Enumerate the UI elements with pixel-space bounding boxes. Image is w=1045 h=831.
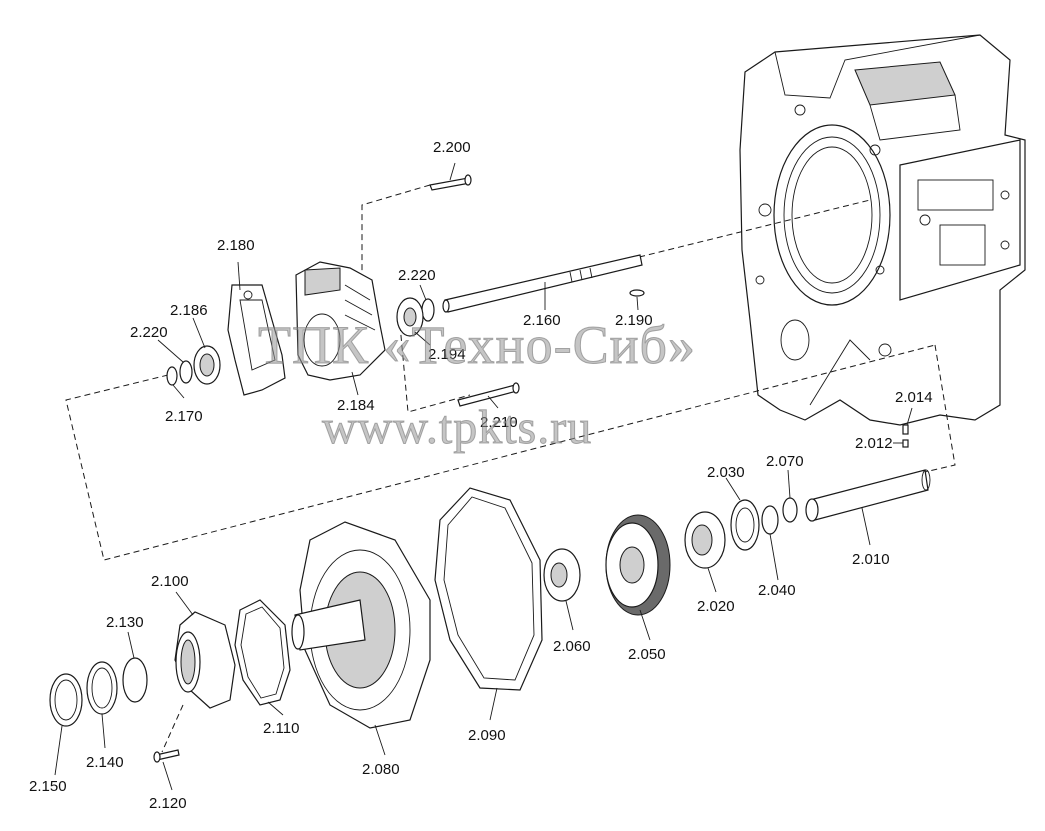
- label-2-020: 2.020: [697, 598, 735, 615]
- part-2130-snap-ring: [122, 657, 148, 703]
- part-2220-ring-left: [179, 360, 193, 384]
- label-2-100: 2.100: [151, 573, 189, 590]
- label-2-040: 2.040: [758, 582, 796, 599]
- label-2-160: 2.160: [523, 312, 561, 329]
- leader-lines: [54, 162, 913, 791]
- part-2190-oring: [629, 289, 645, 297]
- watermark-company: ТПК «Техно-Сиб»: [258, 315, 696, 375]
- part-2020-bearing: [684, 511, 726, 569]
- part-2070-ring: [782, 497, 798, 523]
- part-2200-pin: [429, 174, 472, 191]
- part-2210-bolt: [457, 382, 520, 407]
- part-2080-housing-cover: [291, 521, 431, 729]
- label-2-184: 2.184: [337, 397, 375, 414]
- label-2-090: 2.090: [468, 727, 506, 744]
- label-2-130: 2.130: [106, 614, 144, 631]
- part-2012-pin: [902, 439, 909, 448]
- part-2160-shaft: [442, 254, 643, 313]
- label-2-150: 2.150: [29, 778, 67, 795]
- label-2-140: 2.140: [86, 754, 124, 771]
- watermark-url: www.tpkts.ru: [321, 401, 593, 454]
- label-2-190: 2.190: [615, 312, 653, 329]
- part-2030-washer: [730, 499, 760, 551]
- part-2194-bearing: [396, 297, 424, 337]
- part-2010-shaft: [805, 469, 931, 522]
- part-2014-pin: [902, 424, 909, 435]
- label-2-030: 2.030: [707, 464, 745, 481]
- part-2100-retainer: [174, 611, 236, 709]
- part-2110-gasket: [234, 599, 291, 706]
- label-2-014: 2.014: [895, 389, 933, 406]
- part-2186-bearing: [193, 345, 221, 385]
- part-2120-bolt: [153, 749, 180, 763]
- label-2-170: 2.170: [165, 408, 203, 425]
- part-2170-ring: [166, 366, 178, 386]
- label-2-060: 2.060: [553, 638, 591, 655]
- label-2-050: 2.050: [628, 646, 666, 663]
- label-2-012: 2.012: [855, 435, 893, 452]
- part-2140-seal: [86, 661, 118, 715]
- label-2-220-right: 2.220: [398, 267, 436, 284]
- transmission-housing: [739, 34, 1026, 426]
- label-2-220-left: 2.220: [130, 324, 168, 341]
- label-2-194: 2.194: [428, 346, 466, 363]
- part-2040-ring: [761, 505, 779, 535]
- label-2-080: 2.080: [362, 761, 400, 778]
- part-2050-gear: [605, 514, 671, 616]
- part-2184-valve-body: [295, 261, 386, 381]
- part-2060-bearing: [543, 548, 581, 602]
- part-2180-cover: [227, 284, 286, 396]
- label-2-010: 2.010: [852, 551, 890, 568]
- label-2-180: 2.180: [217, 237, 255, 254]
- label-2-210: 2.210: [480, 414, 518, 431]
- label-2-200: 2.200: [433, 139, 471, 156]
- label-2-110: 2.110: [263, 720, 300, 737]
- label-2-120: 2.120: [149, 795, 187, 812]
- part-2090-gasket: [434, 487, 543, 691]
- label-2-070: 2.070: [766, 453, 804, 470]
- label-2-186: 2.186: [170, 302, 208, 319]
- part-2150-seal: [49, 673, 83, 727]
